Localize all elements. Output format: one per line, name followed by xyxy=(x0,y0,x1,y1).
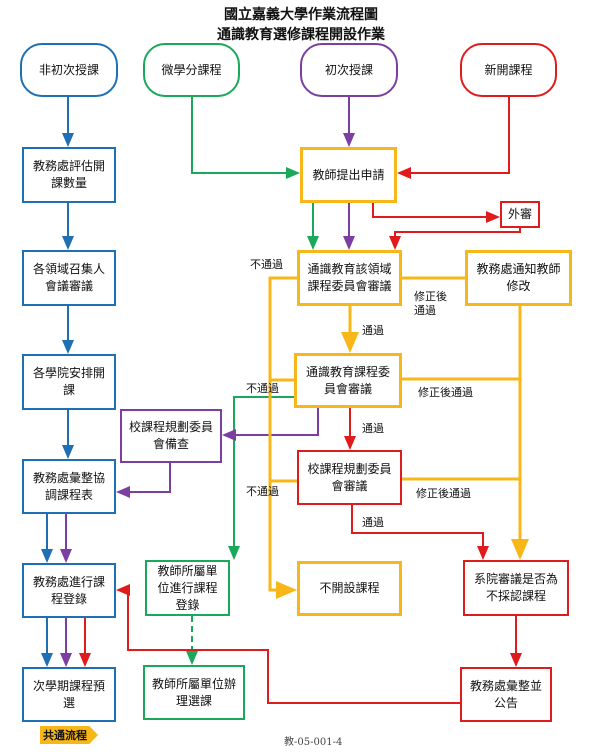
node-dept-review: 系院審議是否為不採認課程 xyxy=(463,560,569,616)
node-academic-register: 教務處進行課程登錄 xyxy=(22,563,116,618)
node-school-committee-review: 校課程規劃委員會審議 xyxy=(297,450,402,505)
label-fail: 不通過 xyxy=(246,382,279,395)
start-first-time: 初次授課 xyxy=(300,43,398,97)
node-unit-selection: 教師所屬單位辦理選課 xyxy=(143,665,245,720)
chart-title: 國立嘉義大學作業流程圖 xyxy=(224,7,378,23)
label-pass: 通過 xyxy=(362,516,384,529)
label-fail: 不通過 xyxy=(246,485,279,498)
edge xyxy=(351,505,489,560)
start-new-course: 新開課程 xyxy=(460,43,557,97)
node-unit-register: 教師所屬單位進行課程登錄 xyxy=(145,560,230,616)
node-external-review: 外審 xyxy=(500,201,540,228)
node-preselect: 次學期課程預選 xyxy=(22,667,116,722)
edge xyxy=(372,203,500,223)
node-school-committee-record: 校課程規劃委員會備查 xyxy=(120,409,222,463)
edge xyxy=(397,97,510,179)
label-pass: 通過 xyxy=(362,422,384,435)
start-non-first-course: 非初次授課 xyxy=(20,43,118,97)
label-revise-pass: 修正後通過 xyxy=(418,386,473,399)
node-academic-compile: 教務處彙整協調課程表 xyxy=(22,459,116,514)
edge xyxy=(389,228,521,250)
node-academic-eval: 教務處評估開課數量 xyxy=(22,147,116,203)
node-ge-domain-committee: 通識教育該領域課程委員會審議 xyxy=(297,250,402,306)
label-revise-pass: 修正後通過 xyxy=(414,290,447,317)
node-academic-announce: 教務處彙整並公告 xyxy=(460,667,552,722)
edge xyxy=(191,97,300,179)
start-micro-credit: 微學分課程 xyxy=(143,43,240,97)
chart-subtitle: 通識教育選修課程開設作業 xyxy=(217,27,385,43)
node-ge-committee: 通識教育課程委員會審議 xyxy=(294,353,402,408)
node-domain-meeting: 各領域召集人會議審議 xyxy=(22,250,116,306)
edge xyxy=(116,584,460,704)
edge xyxy=(228,396,294,560)
edge xyxy=(222,408,319,441)
label-fail: 不通過 xyxy=(250,258,283,271)
legend-common-flow: 共通流程 xyxy=(40,726,98,744)
document-code: 教-05-001-4 xyxy=(284,737,343,748)
node-college-arrange: 各學院安排開課 xyxy=(22,354,116,410)
label-pass: 通過 xyxy=(362,324,384,337)
label-revise-pass: 修正後通過 xyxy=(416,487,471,500)
node-teacher-apply: 教師提出申請 xyxy=(300,147,397,203)
edge xyxy=(268,276,297,599)
node-not-offered: 不開設課程 xyxy=(297,561,402,616)
edge xyxy=(116,463,171,498)
node-notify-teacher: 教務處通知教師修改 xyxy=(465,250,572,306)
